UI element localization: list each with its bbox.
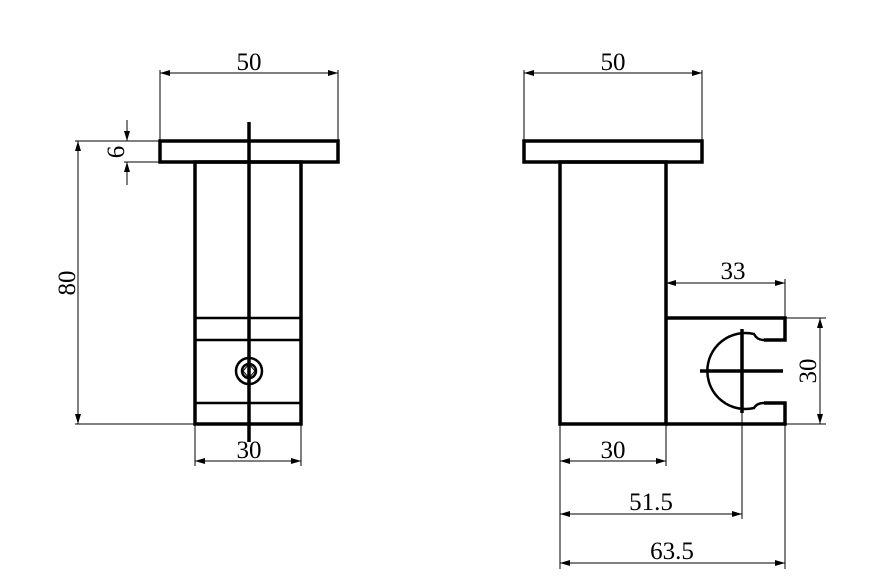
dim-label: 33 <box>721 258 746 285</box>
dim-flange-thickness: 6 <box>103 120 160 185</box>
dim-label: 30 <box>601 437 626 464</box>
dim-label: 30 <box>237 437 262 464</box>
dim-holder-length: 33 <box>666 258 786 318</box>
dim-holder-center: 51.5 <box>560 489 742 517</box>
side-body <box>558 160 668 426</box>
screw-icon <box>234 356 264 386</box>
dim-total-depth: 63.5 <box>560 538 785 566</box>
dim-holder-height: 30 <box>785 317 826 425</box>
front-view: 50 6 80 30 <box>54 49 340 466</box>
dim-label: 50 <box>601 49 626 76</box>
side-view: 50 33 30 30 51.5 63.5 <box>522 49 826 569</box>
dim-side-width-body: 30 <box>560 437 666 464</box>
dim-label: 30 <box>795 359 822 384</box>
dim-label: 6 <box>103 146 130 159</box>
side-flange <box>522 139 704 164</box>
holder-outline <box>666 316 787 426</box>
dim-side-width-top: 50 <box>523 49 703 141</box>
dim-front-width-top: 50 <box>159 49 339 141</box>
dim-label: 50 <box>237 49 262 76</box>
dim-label: 51.5 <box>629 489 673 516</box>
dim-label: 63.5 <box>650 538 694 565</box>
dim-front-height: 80 <box>54 140 195 425</box>
dim-front-width-body: 30 <box>194 424 302 466</box>
dim-label: 80 <box>54 271 81 296</box>
